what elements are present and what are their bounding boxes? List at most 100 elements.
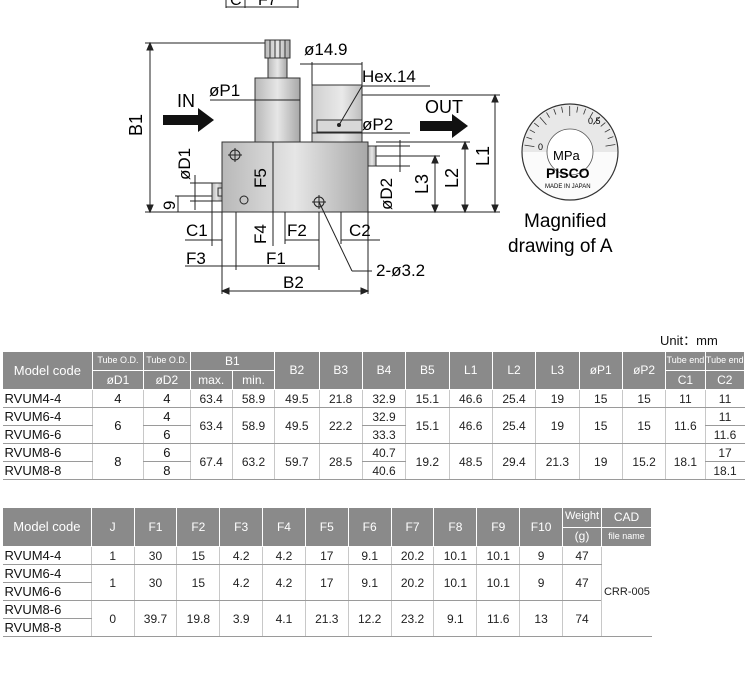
cell-d2: 4 [143,389,190,408]
gauge-tick [529,129,536,134]
cell-f7: 23.2 [390,600,434,637]
th-b3: B3 [318,351,363,390]
th2-f7: F7 [390,507,435,547]
label-p1: øP1 [209,81,240,100]
th2-weight-bottom: (g) [562,526,602,547]
cell-b4: 40.6 [361,461,406,480]
cell-f4: 4.1 [262,600,306,637]
table-row: RVUM4-4 1 30 15 4.2 4.2 17 9.1 20.2 10.1… [2,546,652,637]
cell-j: 1 [90,546,135,565]
nine-dimension [175,195,212,212]
cell-f8: 9.1 [433,600,477,637]
cell-model: RVUM6-4 [2,407,93,426]
label-c2: C2 [349,221,371,240]
cell-b2: 49.5 [274,407,319,444]
cell-f3: 4.2 [219,564,263,601]
cell-b2: 49.5 [274,389,319,408]
cell-c1: 11 [665,389,706,408]
gauge-tick [604,128,611,133]
label-b2: B2 [283,273,304,292]
th2-f4: F4 [262,507,306,547]
th2-cad-bottom: file name [600,526,653,547]
cell-l3: 21.3 [535,443,580,480]
label-b1: B1 [126,114,146,136]
gauge-scale-0: 0 [538,142,543,152]
th2-f8: F8 [433,507,478,547]
cell-f7: 20.2 [390,564,434,601]
out-arrow [420,114,468,138]
th2-f9: F9 [476,507,521,547]
d2-dimension [376,140,410,172]
cell-f10: 13 [519,600,563,637]
gauge-tick [592,116,600,125]
cell-b5: 15.1 [405,389,450,408]
cell-f1: 30 [133,564,177,601]
pressure-gauge [521,103,619,201]
th-b4: B4 [361,351,407,390]
cell-weight: 47 [562,546,602,565]
cell-b5: 19.2 [405,443,450,480]
cell-cad-file: CRR-005 [600,546,652,637]
th2-f6: F6 [347,507,392,547]
cell-model: RVUM4-4 [2,546,92,565]
th-l2: L2 [491,351,537,390]
th2-j: J [90,507,135,547]
label-out: OUT [425,97,463,117]
cell-c2: 11.6 [704,425,745,444]
gauge-tick [533,122,540,128]
label-l2: L2 [442,168,462,188]
label-nine: 9 [160,201,179,210]
cell-f6: 9.1 [347,546,392,565]
th-d1-top: Tube O.D. [91,351,145,371]
cell-l1: 46.6 [448,407,493,444]
table-row: RVUM6-4 6 4 63.4 58.9 49.5 22.2 32.9 15.… [2,407,745,444]
cell-weight: 74 [562,600,602,637]
table-row: RVUM6-4 1 30 15 4.2 4.2 17 9.1 20.2 10.1… [2,564,652,601]
dimensions-table-2: Model code J F1 F2 F3 F4 F5 F6 F7 F8 F9 … [2,507,653,637]
cell-d2: 6 [143,443,190,462]
cell-b5: 15.1 [405,407,450,444]
table-row: RVUM4-4 4 4 63.4 58.9 49.5 21.8 32.9 15.… [2,389,745,408]
th-d2-bottom: øD2 [143,370,191,390]
label-dia149: ø14.9 [304,40,347,59]
stem-body [254,77,301,143]
in-arrow [163,108,214,132]
th-d1-bottom: øD1 [91,370,145,390]
cell-b1min: 58.9 [231,389,275,408]
cell-c2: 11 [704,389,745,408]
cell-l1: 48.5 [448,443,493,480]
gauge-tick [526,136,533,140]
cell-l2: 29.4 [491,443,536,480]
table-row: RVUM8-8 8 40.6 18.1 [2,461,745,480]
top-dimension-box [225,0,299,8]
cell-f10: 9 [519,546,563,565]
th-p2: øP2 [621,351,667,390]
cell-f5: 21.3 [304,600,349,637]
th-b2: B2 [274,351,320,390]
cell-b4: 40.7 [361,443,406,462]
gauge-tick [576,106,579,113]
th2-f5: F5 [304,507,349,547]
cell-f2: 19.8 [176,600,220,637]
table-row: RVUM6-6 6 33.3 11.6 [2,425,745,444]
table-row: RVUM8-8 [2,618,652,637]
cell-p2: 15.2 [621,443,666,480]
cell-p1: 15 [578,389,623,408]
label-hex: Hex.14 [362,67,416,86]
gauge-tick [605,144,616,147]
gauge-tick [607,136,614,140]
cell-model: RVUM6-6 [2,425,93,444]
cell-b3: 21.8 [318,389,363,408]
cell-b4: 32.9 [361,389,406,408]
th2-f1: F1 [133,507,178,547]
label-d2: øD2 [377,178,396,210]
label-top-c: C [230,0,242,9]
th-c2-bottom: C2 [704,370,746,390]
cell-p1: 15 [578,407,623,444]
cell-d2: 6 [143,425,190,444]
th-b1-max: max. [189,370,233,390]
cell-b1max: 63.4 [189,407,233,444]
th-b1-min: min. [231,370,276,390]
gauge-tick [539,116,547,126]
cell-b2: 59.7 [274,443,319,480]
